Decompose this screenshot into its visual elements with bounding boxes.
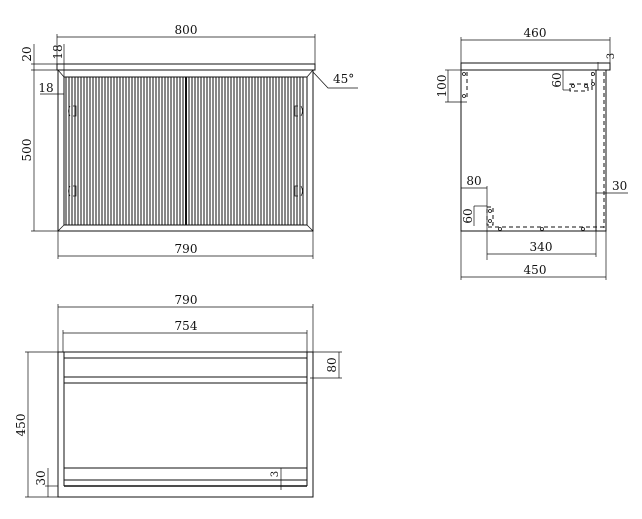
dim-60-top: 60 [550, 70, 570, 91]
dim-label: 60 [550, 72, 564, 87]
dim-label: 100 [435, 75, 449, 98]
dim-label: 500 [20, 139, 34, 162]
dim-label: 18 [51, 44, 65, 59]
dim-754: 754 [62, 319, 308, 352]
dim-340: 340 [487, 231, 597, 257]
dim-label: 80 [325, 357, 339, 372]
dim-790: 790 [57, 231, 314, 259]
dim-label: 460 [524, 26, 547, 40]
plan-view: 790 754 450 80 30 3 [14, 293, 342, 498]
dim-18-left: 18 [38, 81, 64, 95]
cabinet-plan-outline [57, 351, 314, 498]
dim-label: 45° [333, 72, 354, 86]
dim-label: 450 [524, 263, 547, 277]
screw-holes [462, 72, 595, 231]
dim-label: 340 [530, 240, 553, 254]
angle-callout: 45° [312, 71, 358, 89]
dim-label: 60 [461, 208, 475, 223]
dim-18-top: 18 [51, 44, 65, 77]
dim-30-plan: 30 [34, 468, 58, 497]
cabinet-side [460, 69, 607, 232]
dim-80-plan: 80 [310, 351, 342, 379]
dim-450-plan: 450 [14, 351, 58, 498]
dim-label: 80 [466, 174, 481, 188]
dim-100: 100 [435, 69, 467, 103]
cabinet-body [57, 69, 314, 232]
dim-label: 790 [175, 293, 198, 307]
dim-3-plan: 3 [270, 468, 282, 490]
dim-label: 18 [38, 81, 53, 95]
dim-450: 450 [460, 231, 607, 280]
dim-label: 800 [175, 23, 198, 37]
countertop [56, 63, 316, 71]
dim-label: 30 [612, 179, 627, 193]
dim-800: 800 [56, 23, 316, 64]
dim-label: 790 [175, 242, 198, 256]
dim-label: 30 [34, 470, 48, 485]
front-view: 800 790 500 20 18 18 45° [20, 23, 358, 259]
dim-20: 20 [20, 44, 57, 70]
side-view: 460 3 100 60 30 80 60 340 [435, 26, 628, 280]
dim-80: 80 [461, 174, 488, 260]
dim-label: 754 [175, 319, 198, 333]
dim-60-bottom: 60 [461, 205, 487, 226]
dim-460: 460 [460, 26, 611, 63]
door-slats [65, 77, 304, 225]
dim-30: 30 [596, 179, 628, 194]
dim-label: 3 [606, 53, 617, 59]
dim-label: 3 [270, 471, 281, 477]
dim-790-plan: 790 [57, 293, 314, 352]
dim-3: 3 [597, 53, 617, 70]
dim-500: 500 [20, 69, 58, 232]
countertop-side [460, 62, 611, 71]
dim-label: 20 [20, 46, 34, 61]
hinge-marks [68, 105, 303, 197]
dim-label: 450 [14, 414, 28, 437]
